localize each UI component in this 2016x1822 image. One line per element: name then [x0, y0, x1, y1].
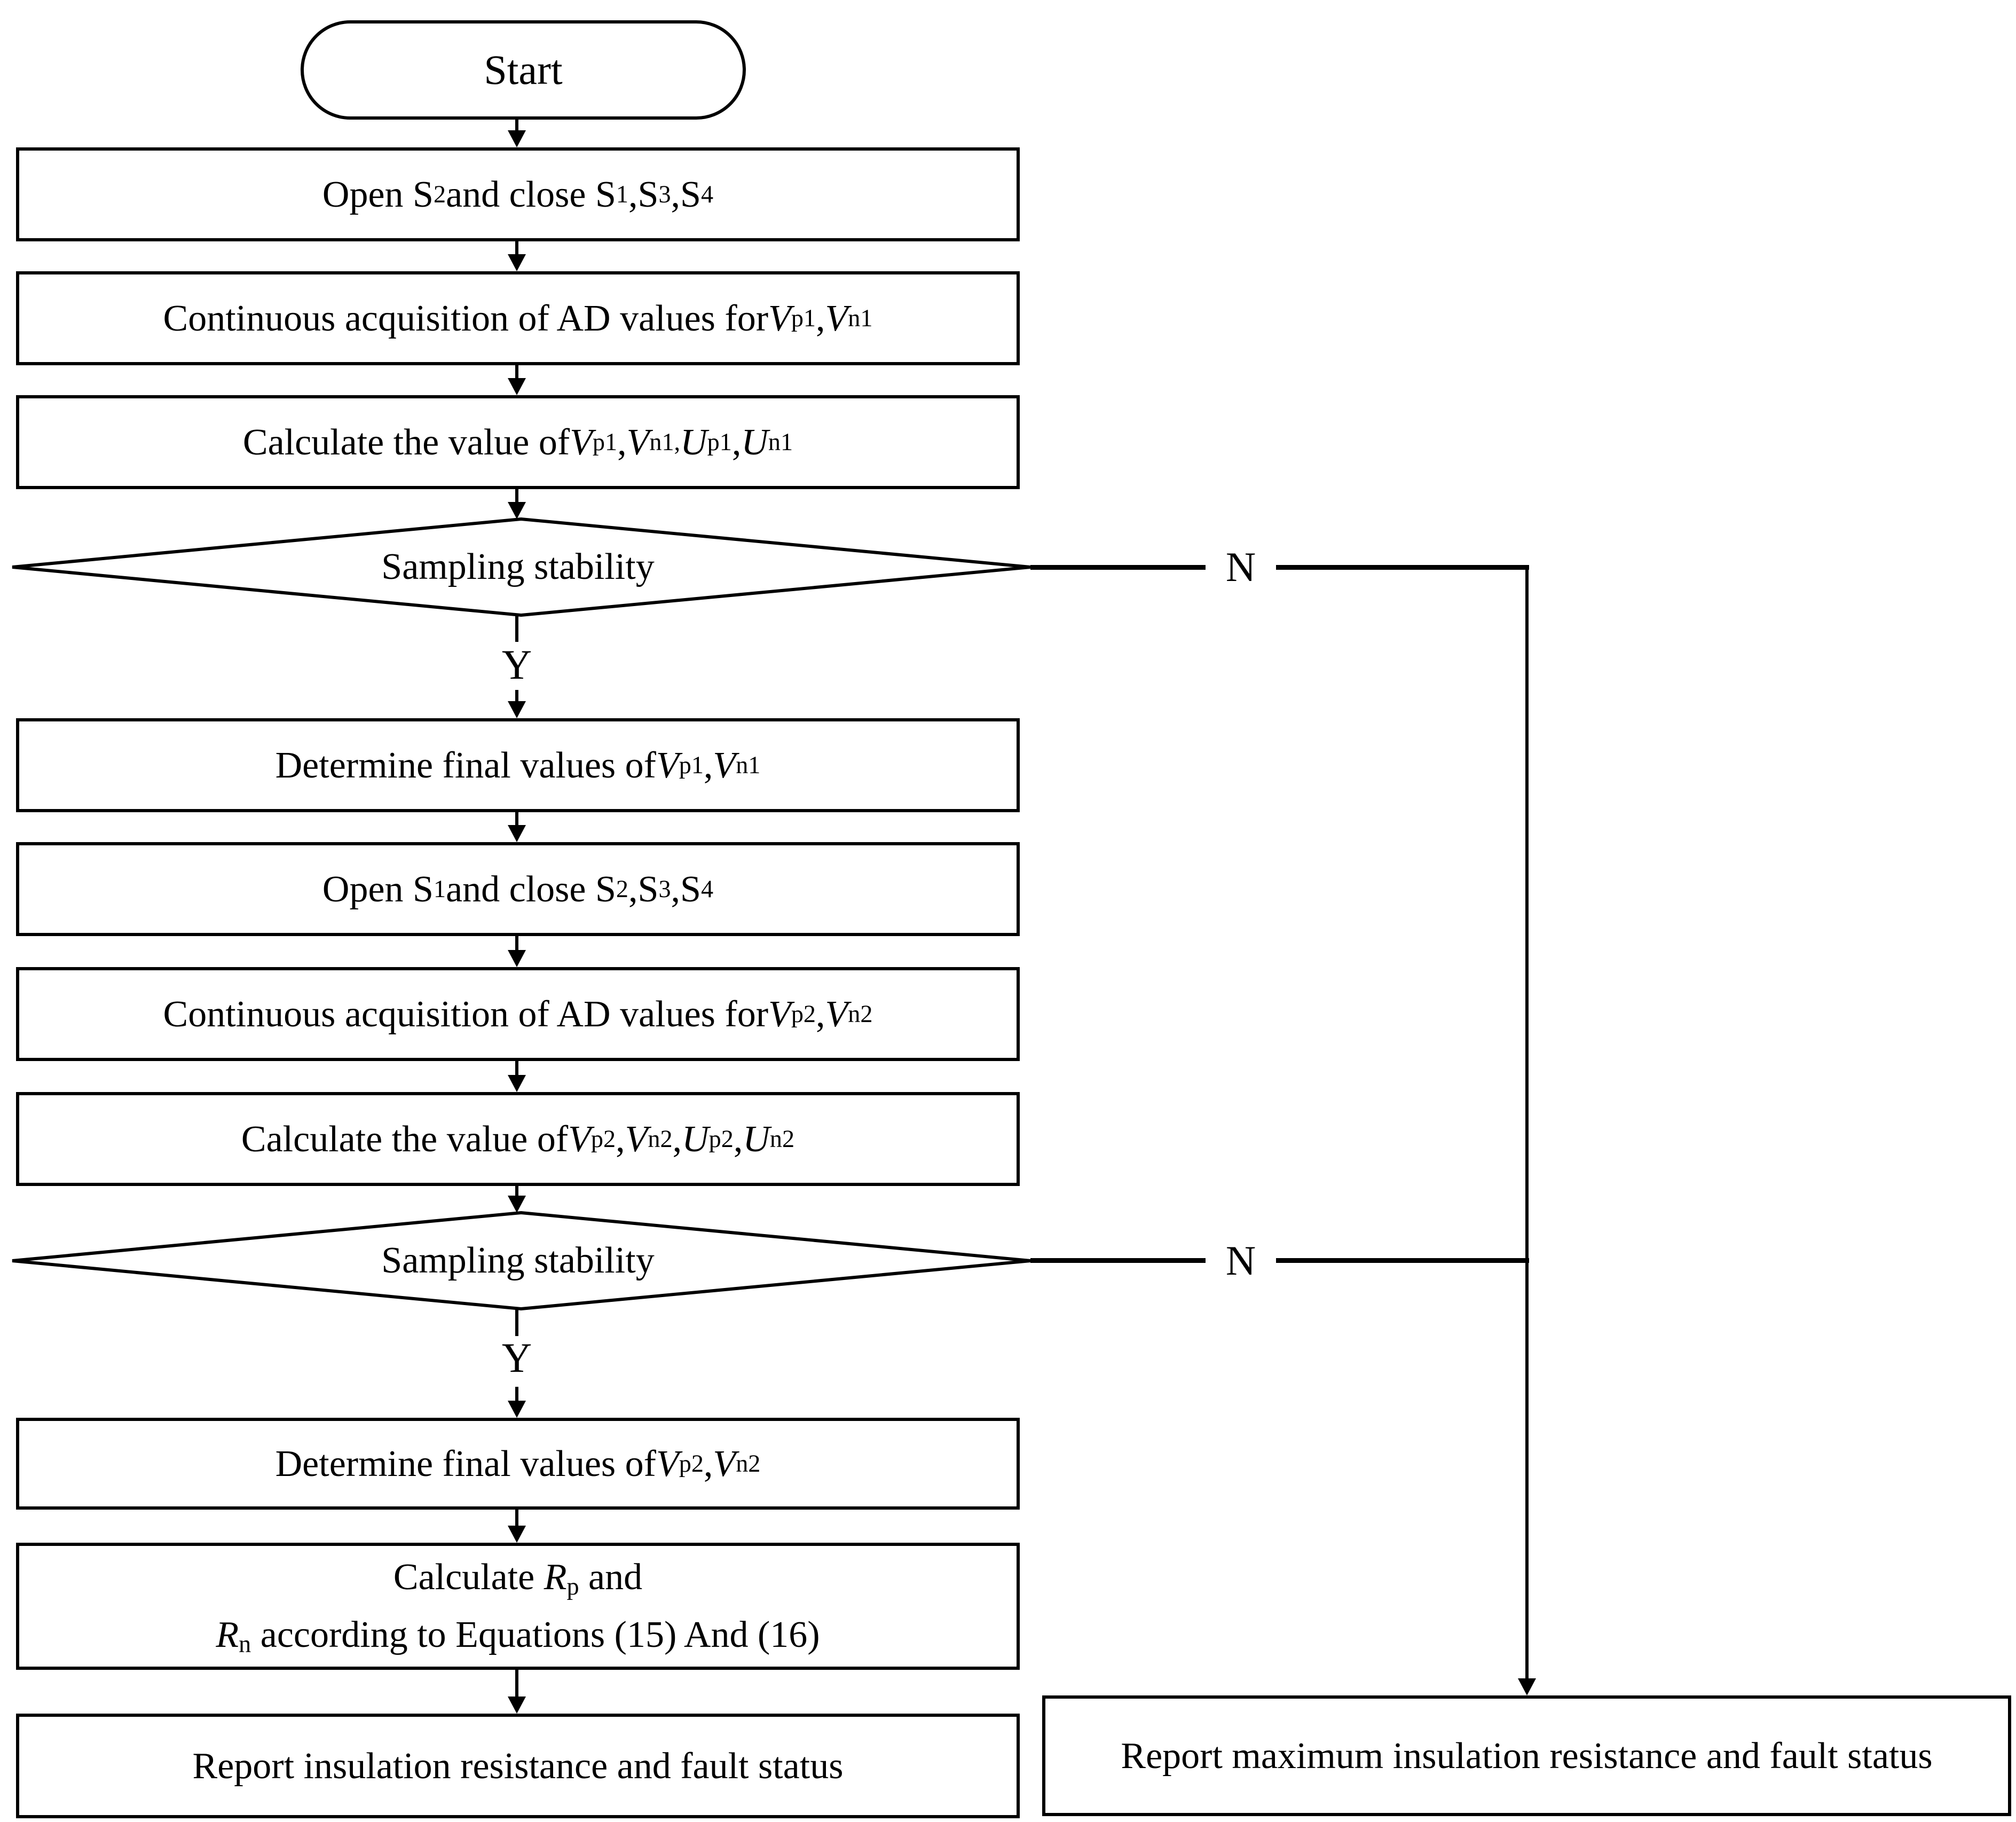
- arrowhead-calc1: [508, 378, 526, 395]
- connector-yes1-det1: [515, 690, 518, 702]
- label-no-2: N: [1206, 1236, 1276, 1285]
- connector-decision2-no: [1030, 1258, 1529, 1263]
- connector-acq1-calc1: [515, 365, 518, 379]
- arrowhead-calc-r: [508, 1526, 526, 1543]
- process-acquisition-1: Continuous acquisition of AD values for …: [16, 271, 1020, 365]
- connector-open-s2-acq1: [515, 241, 518, 255]
- arrowhead-report-max: [1518, 1678, 1536, 1695]
- arrowhead-det1: [508, 701, 526, 718]
- connector-decision1-no: [1030, 565, 1529, 570]
- connector-decision1-yes-stub: [515, 615, 518, 642]
- connector-yes2-det2: [515, 1387, 518, 1402]
- process-calculate-r-line1: Calculate Rp and: [393, 1556, 643, 1600]
- arrowhead-report: [508, 1697, 526, 1714]
- connector-decision2-yes-stub: [515, 1309, 518, 1336]
- connector-acq2-calc2: [515, 1061, 518, 1076]
- label-yes-1: Y: [501, 641, 532, 688]
- start-terminator: Start: [301, 20, 746, 120]
- connector-calc2-decision2: [515, 1186, 518, 1197]
- process-report: Report insulation resistance and fault s…: [16, 1714, 1020, 1818]
- decision-sampling-2-label: Sampling stability: [381, 1240, 655, 1281]
- label-no-1: N: [1206, 543, 1276, 592]
- label-yes-2: Y: [501, 1334, 532, 1381]
- connector-det1-open-s1: [515, 812, 518, 826]
- decision-sampling-1-label: Sampling stability: [381, 546, 655, 587]
- arrowhead-acq2: [508, 950, 526, 967]
- connector-calc-r-report: [515, 1670, 518, 1698]
- connector-calc1-decision1: [515, 489, 518, 503]
- connector-open-s1-acq2: [515, 936, 518, 951]
- arrowhead-det2: [508, 1401, 526, 1418]
- process-report-max: Report maximum insulation resistance and…: [1042, 1695, 2011, 1816]
- process-calculate-r: Calculate Rp and Rn according to Equatio…: [16, 1543, 1020, 1670]
- arrowhead-acq1: [508, 254, 526, 271]
- arrowhead-open-s2: [508, 130, 526, 147]
- arrowhead-decision1: [508, 502, 526, 519]
- arrowhead-open-s1: [508, 825, 526, 842]
- connector-det2-calc-r: [515, 1510, 518, 1527]
- connector-start-open-s2: [515, 120, 518, 132]
- process-calculate-r-line2: Rn according to Equations (15) And (16): [216, 1614, 820, 1658]
- connector-no-branch-vertical: [1525, 565, 1529, 1679]
- arrowhead-calc2: [508, 1075, 526, 1092]
- arrowhead-decision2: [508, 1196, 526, 1213]
